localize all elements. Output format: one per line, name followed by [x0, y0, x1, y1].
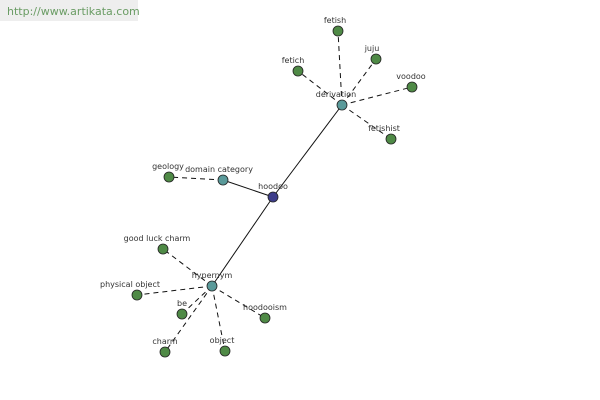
- edge-hypernym-physical-object: [136, 285, 213, 296]
- node-fetish[interactable]: [332, 25, 344, 37]
- edge-hoodoo-hypernym: [211, 196, 274, 287]
- source-url-banner[interactable]: http://www.artikata.com: [0, 0, 140, 21]
- node-geology[interactable]: [163, 171, 175, 183]
- edge-domain-category-geology: [168, 176, 224, 181]
- node-physical-object[interactable]: [131, 289, 143, 301]
- label-charm[interactable]: charm: [152, 337, 178, 346]
- label-physical-object[interactable]: physical object: [100, 280, 160, 289]
- node-juju[interactable]: [370, 53, 382, 65]
- label-object[interactable]: object: [210, 336, 235, 345]
- label-fetich[interactable]: fetich: [282, 56, 305, 65]
- node-fetich[interactable]: [292, 65, 304, 77]
- edge-derivation-fetish: [337, 30, 343, 106]
- label-domain-category[interactable]: domain category: [185, 165, 253, 174]
- edge-hoodoo-derivation: [272, 104, 343, 198]
- label-voodoo[interactable]: voodoo: [396, 72, 425, 81]
- node-fetishist[interactable]: [385, 133, 397, 145]
- node-derivation[interactable]: [336, 99, 348, 111]
- label-hypernym[interactable]: hypernym: [192, 271, 233, 280]
- label-juju[interactable]: juju: [364, 44, 380, 53]
- label-geology[interactable]: geology: [152, 162, 184, 171]
- edge-hoodoo-domain-category: [222, 179, 274, 198]
- graph-edges: [136, 30, 413, 353]
- edge-derivation-voodoo: [341, 86, 413, 106]
- node-hypernym[interactable]: [206, 280, 218, 292]
- graph-nodes: [131, 25, 418, 358]
- node-good-luck-charm[interactable]: [157, 243, 169, 255]
- node-hoodooism[interactable]: [259, 312, 271, 324]
- source-url-text[interactable]: http://www.artikata.com: [7, 5, 140, 18]
- graph-labels: hoodoo derivation domain category hypernym f…: [100, 16, 426, 346]
- label-fetish[interactable]: fetish: [324, 16, 346, 25]
- label-hoodooism[interactable]: hoodooism: [243, 303, 287, 312]
- node-domain-category[interactable]: [217, 174, 229, 186]
- label-derivation[interactable]: derivation: [316, 90, 356, 99]
- edge-derivation-fetishist: [341, 104, 392, 140]
- node-be[interactable]: [176, 308, 188, 320]
- edge-hypernym-good-luck-charm: [162, 248, 213, 287]
- edge-hypernym-charm: [164, 285, 213, 353]
- edge-derivation-fetich: [297, 70, 343, 106]
- label-good-luck-charm[interactable]: good luck charm: [124, 234, 191, 243]
- node-object[interactable]: [219, 345, 231, 357]
- node-voodoo[interactable]: [406, 81, 418, 93]
- label-hoodoo[interactable]: hoodoo: [258, 182, 288, 191]
- node-charm[interactable]: [159, 346, 171, 358]
- edge-hypernym-object: [211, 285, 226, 352]
- edge-hypernym-be: [181, 285, 213, 315]
- edge-hypernym-hoodooism: [211, 285, 266, 319]
- label-fetishist[interactable]: fetishist: [368, 124, 400, 133]
- edge-derivation-juju: [341, 58, 377, 106]
- node-hoodoo[interactable]: [267, 191, 279, 203]
- label-be[interactable]: be: [177, 299, 187, 308]
